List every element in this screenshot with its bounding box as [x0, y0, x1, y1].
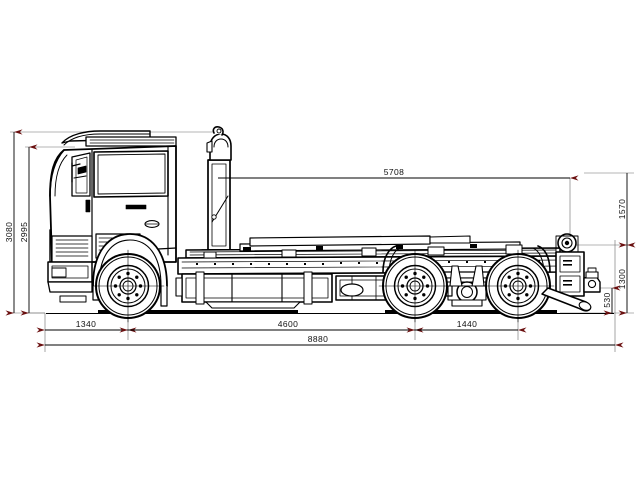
dim-label-hook-height: 5708 — [384, 167, 405, 177]
dim-label-frame-top-height: 1570 — [617, 199, 627, 220]
dimension-hitch-height: 530 — [602, 285, 621, 316]
front-wheel — [91, 249, 165, 323]
rear-suspension — [382, 245, 551, 307]
dimension-rear-bogie: 1440 — [406, 319, 527, 333]
fuel-tank — [181, 271, 333, 309]
dim-label-front-overhang: 1340 — [76, 319, 97, 329]
rear-wheel-first — [378, 249, 452, 323]
dimension-front-overhang: 1340 — [36, 319, 137, 333]
dim-label-cab-height: 2995 — [19, 222, 29, 243]
dim-label-wheelbase: 4600 — [278, 319, 299, 329]
rear-wheel-second — [481, 249, 555, 323]
cab-assembly — [47, 130, 177, 303]
dim-label-hitch-height: 530 — [602, 292, 612, 307]
dim-label-overall-length: 8880 — [308, 334, 329, 344]
dimension-hook-height: 5708 — [218, 167, 579, 181]
dimension-frame-top-height: 1570 — [617, 173, 628, 248]
truck-illustration — [47, 126, 601, 323]
dimension-overall-height: 3080 — [4, 129, 23, 316]
rear-hitch-assembly — [541, 251, 601, 312]
dimension-wheelbase: 4600 — [119, 319, 424, 333]
dim-label-rear-bogie: 1440 — [457, 319, 478, 329]
dimension-frame-height: 1300 — [617, 242, 636, 316]
dimension-cab-height: 2995 — [19, 144, 38, 316]
dim-label-overall-height: 3080 — [4, 222, 14, 243]
dim-label-frame-height: 1300 — [617, 269, 627, 290]
dimension-overall-length: 8880 — [36, 334, 624, 348]
